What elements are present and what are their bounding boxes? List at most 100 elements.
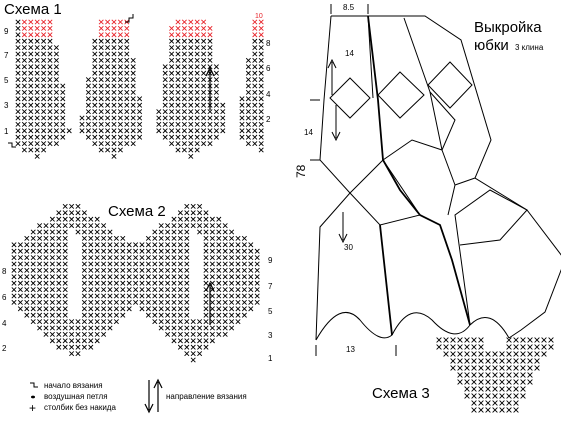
stitch-cross [207, 25, 213, 31]
stitch-cross [534, 351, 540, 357]
stitch-cross [145, 312, 151, 318]
stitch-cross [506, 407, 512, 413]
stitch-cross [184, 210, 190, 216]
stitch-cross [222, 319, 228, 325]
stitch-cross [49, 223, 55, 229]
stitch-cross [156, 115, 162, 121]
pattern-subtitle: 3 клина [515, 43, 544, 52]
stitch-cross [222, 280, 228, 286]
stitch-cross [216, 306, 222, 312]
stitch-cross [92, 109, 98, 115]
legend-chain-label: воздушная петля [44, 392, 108, 401]
stitch-cross [245, 57, 251, 63]
stitch-cross [139, 248, 145, 254]
stitch-cross [105, 109, 111, 115]
stitch-cross [165, 229, 171, 235]
stitch-cross [203, 325, 209, 331]
stitch-cross [62, 312, 68, 318]
stitch-cross [197, 351, 203, 357]
stitch-cross [37, 325, 43, 331]
stitch-cross [56, 210, 62, 216]
stitch-cross [165, 280, 171, 286]
stitch-cross [201, 134, 207, 140]
s2-row-right-0: 9 [268, 256, 273, 265]
stitch-cross [499, 400, 505, 406]
stitch-cross [436, 344, 442, 350]
stitch-cross [92, 115, 98, 121]
stitch-cross [152, 312, 158, 318]
stitch-cross [471, 407, 477, 413]
stitch-cross [520, 379, 526, 385]
stitch-cross [241, 306, 247, 312]
stitch-cross [92, 70, 98, 76]
stitch-cross [62, 338, 68, 344]
stitch-cross [34, 141, 40, 147]
stitch-cross [60, 115, 66, 121]
stitch-cross [126, 248, 132, 254]
stitch-cross [24, 255, 30, 261]
stitch-cross [520, 344, 526, 350]
stitch-cross [107, 255, 113, 261]
stitch-cross [520, 393, 526, 399]
stitch-cross [124, 89, 130, 95]
stitch-cross [534, 358, 540, 364]
stitch-cross [53, 102, 59, 108]
stitch-cross [124, 102, 130, 108]
stitch-cross [152, 293, 158, 299]
stitch-cross [201, 51, 207, 57]
stitch-cross [120, 248, 126, 254]
stitch-cross [105, 83, 111, 89]
stitch-cross [213, 134, 219, 140]
stitch-cross [258, 19, 264, 25]
stitch-cross [62, 267, 68, 273]
stitch-cross [111, 89, 117, 95]
stitch-cross [117, 51, 123, 57]
stitch-cross [98, 83, 104, 89]
stitch-cross [62, 306, 68, 312]
stitch-cross [94, 248, 100, 254]
stitch-cross [181, 147, 187, 153]
stitch-cross [152, 274, 158, 280]
stitch-cross [506, 372, 512, 378]
stitch-cross [485, 407, 491, 413]
stitch-cross [492, 358, 498, 364]
stitch-cross [66, 128, 72, 134]
stitch-cross [258, 83, 264, 89]
stitch-cross [30, 319, 36, 325]
stitch-cross [207, 57, 213, 63]
stitch-cross [49, 248, 55, 254]
scheme1-title: Схема 1 [4, 1, 62, 18]
stitch-cross [450, 365, 456, 371]
stitch-cross [126, 267, 132, 273]
legend-start-symbol [30, 382, 38, 388]
stitch-cross [53, 115, 59, 121]
stitch-cross [171, 319, 177, 325]
stitch-cross [158, 261, 164, 267]
stitch-cross [126, 280, 132, 286]
stitch-cross [222, 223, 228, 229]
stitch-cross [88, 229, 94, 235]
stitch-cross [181, 134, 187, 140]
stitch-cross [241, 287, 247, 293]
stitch-cross [165, 331, 171, 337]
stitch-cross [28, 64, 34, 70]
stitch-cross [101, 299, 107, 305]
stitch-cross [201, 57, 207, 63]
stitch-cross [137, 128, 143, 134]
stitch-cross [209, 325, 215, 331]
stitch-cross [158, 229, 164, 235]
stitch-cross [258, 38, 264, 44]
stitch-cross [209, 267, 215, 273]
stitch-cross [126, 299, 132, 305]
stitch-cross [241, 242, 247, 248]
stitch-cross [216, 255, 222, 261]
stitch-cross [124, 57, 130, 63]
stitch-cross [60, 134, 66, 140]
stitch-cross [209, 338, 215, 344]
stitch-cross [169, 102, 175, 108]
stitch-cross [113, 280, 119, 286]
stitch-cross [43, 306, 49, 312]
stitch-cross [94, 312, 100, 318]
stitch-cross [506, 393, 512, 399]
stitch-cross [177, 216, 183, 222]
